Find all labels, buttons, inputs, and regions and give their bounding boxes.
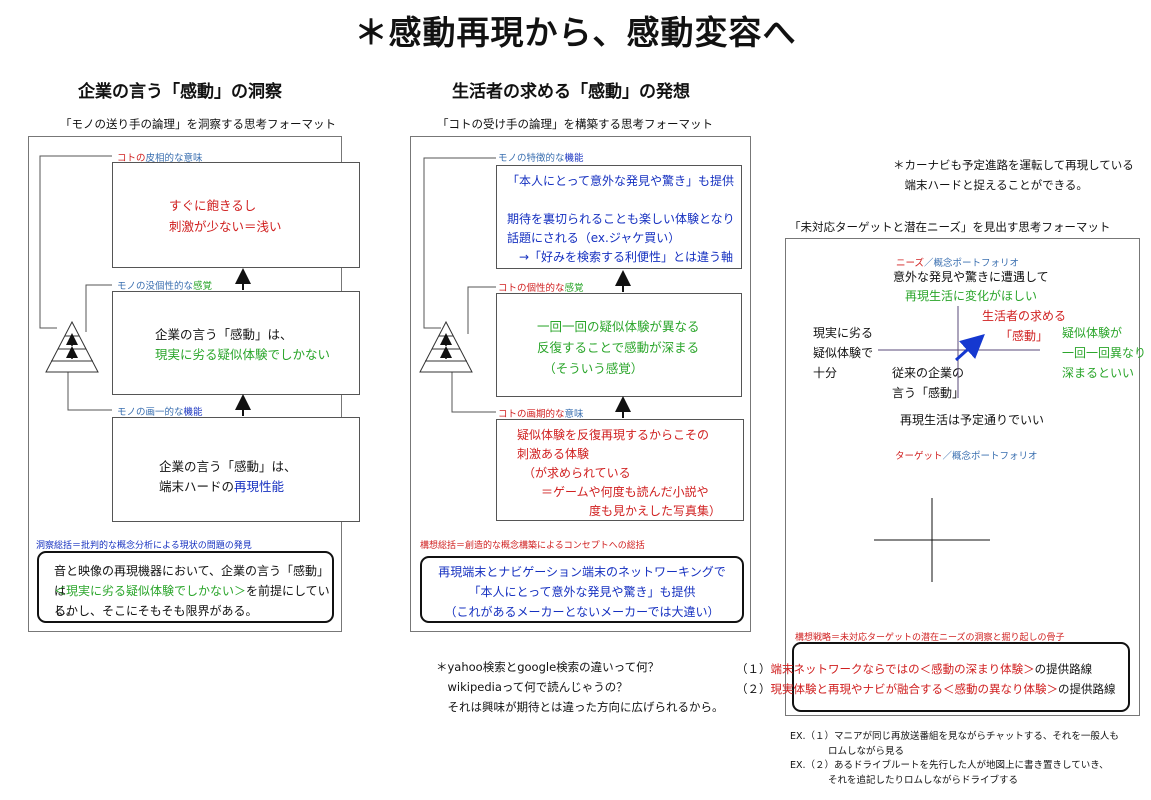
right-strategy2: （２）現実体験と再現やナビが融合する＜感動の異なり体験＞の提供路線 bbox=[736, 682, 1116, 696]
left-bracket-lines bbox=[39, 155, 112, 411]
middle-caption: 「コトの受け手の論理」を構築する思考フォーマット bbox=[437, 117, 713, 131]
right-axis-needs: ニーズ／概念ポートフォリオ bbox=[896, 258, 1020, 269]
left-box-top-text: すぐに飽きるし 刺激が少ない＝浅い bbox=[169, 198, 282, 234]
left-label-bot: モノの画一的な機能 bbox=[117, 407, 203, 418]
middle-note: ＊yahoo検索とgoogle検索の違いって何？ wikipediaって何で読ん… bbox=[436, 660, 724, 714]
left-box-bot: 企業の言う「感動」は、 端末ハードの再現性能 bbox=[112, 417, 360, 522]
right-shift-arrow bbox=[954, 333, 985, 362]
middle-label-bot: コトの画期的な意味 bbox=[498, 409, 584, 420]
right-strategy1: （１）端末ネットワークならではの＜感動の深まり体験＞の提供路線 bbox=[736, 662, 1093, 676]
middle-box-top: 「本人にとって意外な発見や驚き」も提供 期待を裏切られることも楽しい体験となり … bbox=[496, 165, 742, 269]
right-right-text: 疑似体験が 一回一回異なり 深まるといい bbox=[1062, 326, 1147, 380]
middle-box-bot-text: 疑似体験を反復再現するからこその 刺激ある体験 （が求められている ＝ゲームや何… bbox=[517, 428, 722, 518]
left-summary-line2: ＜現実に劣る疑似体験でしかない＞を前提にしている。 bbox=[54, 584, 330, 618]
left-pyramid-icon bbox=[45, 320, 99, 373]
right-top-text2: 再現生活に変化がほしい bbox=[905, 289, 1038, 303]
middle-summary-box: 再現端末とナビゲーション端末のネットワーキングで 「本人にとって意外な発見や驚き… bbox=[420, 556, 744, 623]
page-title: ＊感動再現から、感動変容へ bbox=[354, 13, 797, 52]
left-box-bot-line1: 企業の言う「感動」は、 bbox=[159, 459, 297, 474]
middle-label-top: モノの特徴的な機能 bbox=[498, 153, 584, 164]
left-summary-label: 洞察総括＝批判的な概念分析による現状の問題の発見 bbox=[36, 541, 252, 551]
right-axis-target: ターゲット／概念ポートフォリオ bbox=[895, 451, 1038, 462]
left-label-mid: モノの没個性的な感覚 bbox=[117, 281, 213, 292]
left-summary-line3: しかし、そこにそもそも限界がある。 bbox=[54, 604, 258, 618]
right-top-text1: 意外な発見や驚きに遭遇して bbox=[893, 270, 1049, 284]
middle-bracket-lines bbox=[423, 157, 496, 413]
middle-box-mid-text: 一回一回の疑似体験が異なる 反復することで感動が深まる （そういう感覚） bbox=[537, 319, 700, 376]
right-bottom-text: 再現生活は予定通りでいい bbox=[900, 413, 1045, 427]
left-label-top: コトの皮相的な意味 bbox=[117, 153, 203, 164]
right-top-note: ＊カーナビも予定進路を運転して再現している 端末ハードと捉えることができる。 bbox=[893, 158, 1134, 192]
left-heading: 企業の言う「感動」の洞察 bbox=[78, 82, 282, 102]
middle-box-bot: 疑似体験を反復再現するからこその 刺激ある体験 （が求められている ＝ゲームや何… bbox=[496, 419, 744, 521]
right-current-text: 従来の企業の 言う「感動」 bbox=[892, 366, 965, 400]
right-lower-cross bbox=[874, 498, 990, 582]
middle-frame bbox=[410, 136, 751, 632]
right-strategy-label: 構想戦略＝未対応ターゲットの潜在ニーズの洞察と掘り起しの骨子 bbox=[795, 633, 1065, 643]
middle-heading: 生活者の求める「感動」の発想 bbox=[452, 82, 690, 102]
left-box-top: すぐに飽きるし 刺激が少ない＝浅い bbox=[112, 162, 360, 268]
left-box-mid-line1: 企業の言う「感動」は、 bbox=[155, 327, 293, 342]
left-summary-box: 音と映像の再現機器において、企業の言う「感動」は ＜現実に劣る疑似体験でしかない… bbox=[37, 551, 334, 623]
middle-label-mid: コトの個性的な感覚 bbox=[498, 283, 584, 294]
left-box-bot-line2: 端末ハードの再現性能 bbox=[159, 479, 285, 494]
middle-summary-label: 構想総括＝創造的な概念構築によるコンセプトへの総括 bbox=[420, 541, 645, 551]
right-left-text: 現実に劣る 疑似体験で 十分 bbox=[813, 326, 874, 380]
middle-box-top-text: 「本人にとって意外な発見や驚き」も提供 期待を裏切られることも楽しい体験となり … bbox=[507, 174, 735, 264]
middle-box-mid: 一回一回の疑似体験が異なる 反復することで感動が深まる （そういう感覚） bbox=[496, 293, 742, 397]
middle-summary-text: 再現端末とナビゲーション端末のネットワーキングで 「本人にとって意外な発見や驚き… bbox=[438, 565, 726, 619]
left-caption: 「モノの送り手の論理」を洞察する思考フォーマット bbox=[60, 117, 336, 131]
left-box-mid-line2: 現実に劣る疑似体験でしかない bbox=[155, 347, 331, 362]
left-summary-line1: 音と映像の再現機器において、企業の言う「感動」は bbox=[54, 564, 330, 598]
right-quadrant-axes bbox=[878, 306, 1040, 398]
right-examples: EX.（１）マニアが同じ再放送番組を見ながらチャットする、それを一般人も ロムし… bbox=[790, 731, 1119, 786]
right-frame bbox=[785, 238, 1140, 716]
left-box-mid: 企業の言う「感動」は、 現実に劣る疑似体験でしかない bbox=[112, 291, 360, 395]
middle-pyramid-icon bbox=[419, 320, 473, 373]
right-caption: 「未対応ターゲットと潜在ニーズ」を見出す思考フォーマット bbox=[789, 220, 1111, 234]
right-seeker-text: 生活者の求める 「感動」 bbox=[982, 309, 1067, 343]
right-strategy-box bbox=[792, 642, 1130, 712]
